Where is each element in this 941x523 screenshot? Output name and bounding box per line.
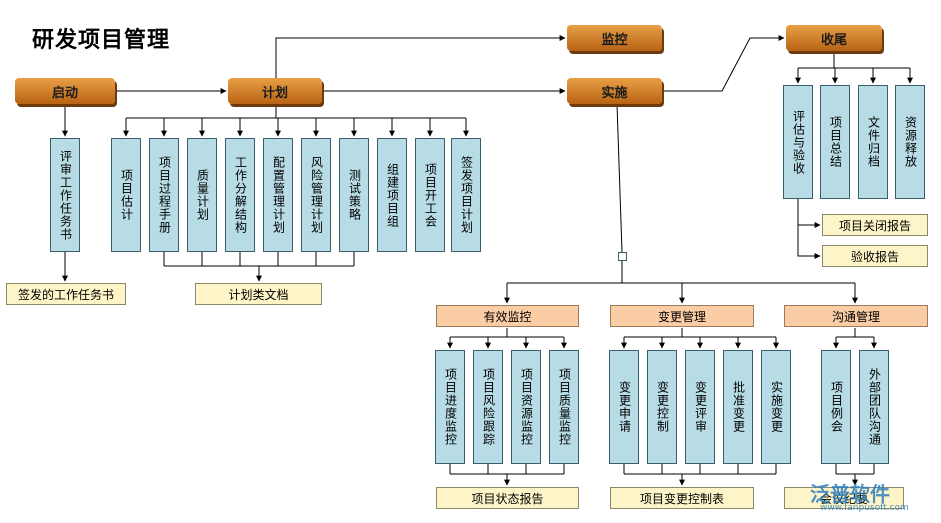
plan-doc: 计划类文档 <box>195 283 322 305</box>
phase-monitor: 监控 <box>567 25 662 51</box>
watermark-url: www.fanpusoft.com <box>820 503 909 513</box>
plan-item: 签发项目计划 <box>451 138 481 252</box>
monitor-item: 项目资源监控 <box>511 350 541 464</box>
start-doc: 签发的工作任务书 <box>6 283 126 305</box>
monitor-item: 项目进度监控 <box>435 350 465 464</box>
phase-plan: 计划 <box>228 78 322 104</box>
comm-item: 项目例会 <box>821 350 851 464</box>
change-item: 变更控制 <box>647 350 677 464</box>
monitor-item: 项目质量监控 <box>549 350 579 464</box>
plan-item: 项目估计 <box>111 138 141 252</box>
monitor-item: 项目风险跟踪 <box>473 350 503 464</box>
close-item: 项目总结 <box>820 85 850 199</box>
plan-item: 组建项目组 <box>377 138 407 252</box>
plan-item: 风险管理计划 <box>301 138 331 252</box>
execute-doc: 项目变更控制表 <box>610 487 754 509</box>
diagram-title: 研发项目管理 <box>32 28 171 53</box>
watermark-logo: 泛普软件 <box>810 482 890 506</box>
junction-node <box>618 252 627 261</box>
plan-item: 配置管理计划 <box>263 138 293 252</box>
close-item: 文件归档 <box>858 85 888 199</box>
execute-doc: 项目状态报告 <box>436 487 579 509</box>
change-item: 批准变更 <box>723 350 753 464</box>
close-doc: 验收报告 <box>822 245 928 267</box>
plan-item: 测试策略 <box>339 138 369 252</box>
phase-start: 启动 <box>15 78 115 104</box>
plan-item: 质量计划 <box>187 138 217 252</box>
start-task-box: 评审工作任务书 <box>50 138 80 252</box>
execute-doc: 会议纪要 <box>784 487 904 509</box>
category-change: 变更管理 <box>610 305 754 327</box>
close-item: 评估与验收 <box>783 85 813 199</box>
comm-item: 外部团队沟通 <box>859 350 889 464</box>
plan-item: 项目开工会 <box>415 138 445 252</box>
change-item: 变更申请 <box>609 350 639 464</box>
plan-item: 项目过程手册 <box>149 138 179 252</box>
close-item: 资源释放 <box>895 85 925 199</box>
close-doc: 项目关闭报告 <box>822 214 928 236</box>
phase-execute: 实施 <box>567 78 662 104</box>
change-item: 变更评审 <box>685 350 715 464</box>
category-communication: 沟通管理 <box>784 305 928 327</box>
category-monitoring: 有效监控 <box>436 305 579 327</box>
plan-item: 工作分解结构 <box>225 138 255 252</box>
phase-close: 收尾 <box>786 25 882 51</box>
change-item: 实施变更 <box>761 350 791 464</box>
